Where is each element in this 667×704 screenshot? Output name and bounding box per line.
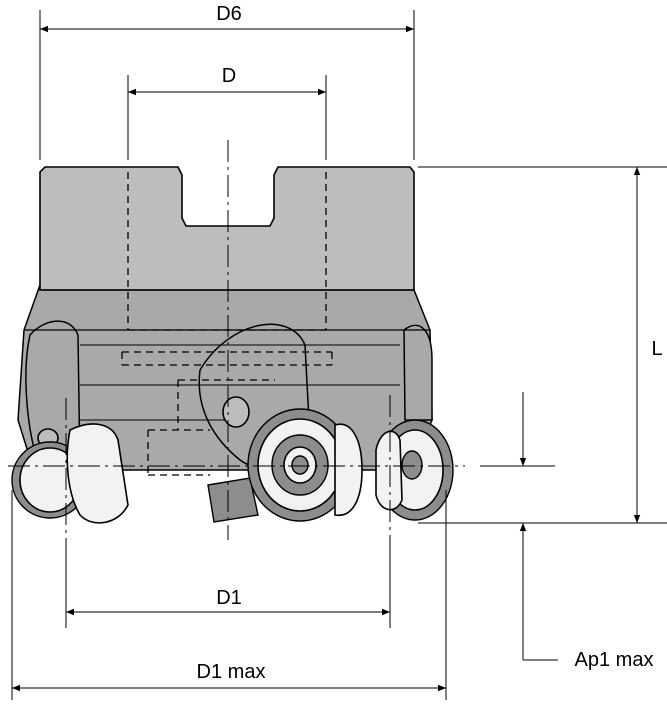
d-label: D [222,65,236,87]
ap1-max-label: Ap1 max [575,649,654,671]
dimension-d: D [127,65,327,160]
d1-max-label: D1 max [197,661,266,683]
cutter-body [17,166,433,471]
center-lines [8,140,555,540]
round-insert-left [11,423,129,524]
dimension-d6: D6 [39,3,415,160]
round-insert-center [207,408,363,523]
bore-hidden-lines [121,172,333,476]
dimension-ap1-max: Ap1 max [519,392,654,671]
dimension-d1: D1 [65,540,391,628]
dimension-d1-max: D1 max [11,490,447,700]
d6-label: D6 [216,3,242,25]
l-label: L [651,338,662,360]
round-insert-right [375,419,454,521]
dimension-l: L [418,166,667,524]
d1-label: D1 [216,587,242,609]
